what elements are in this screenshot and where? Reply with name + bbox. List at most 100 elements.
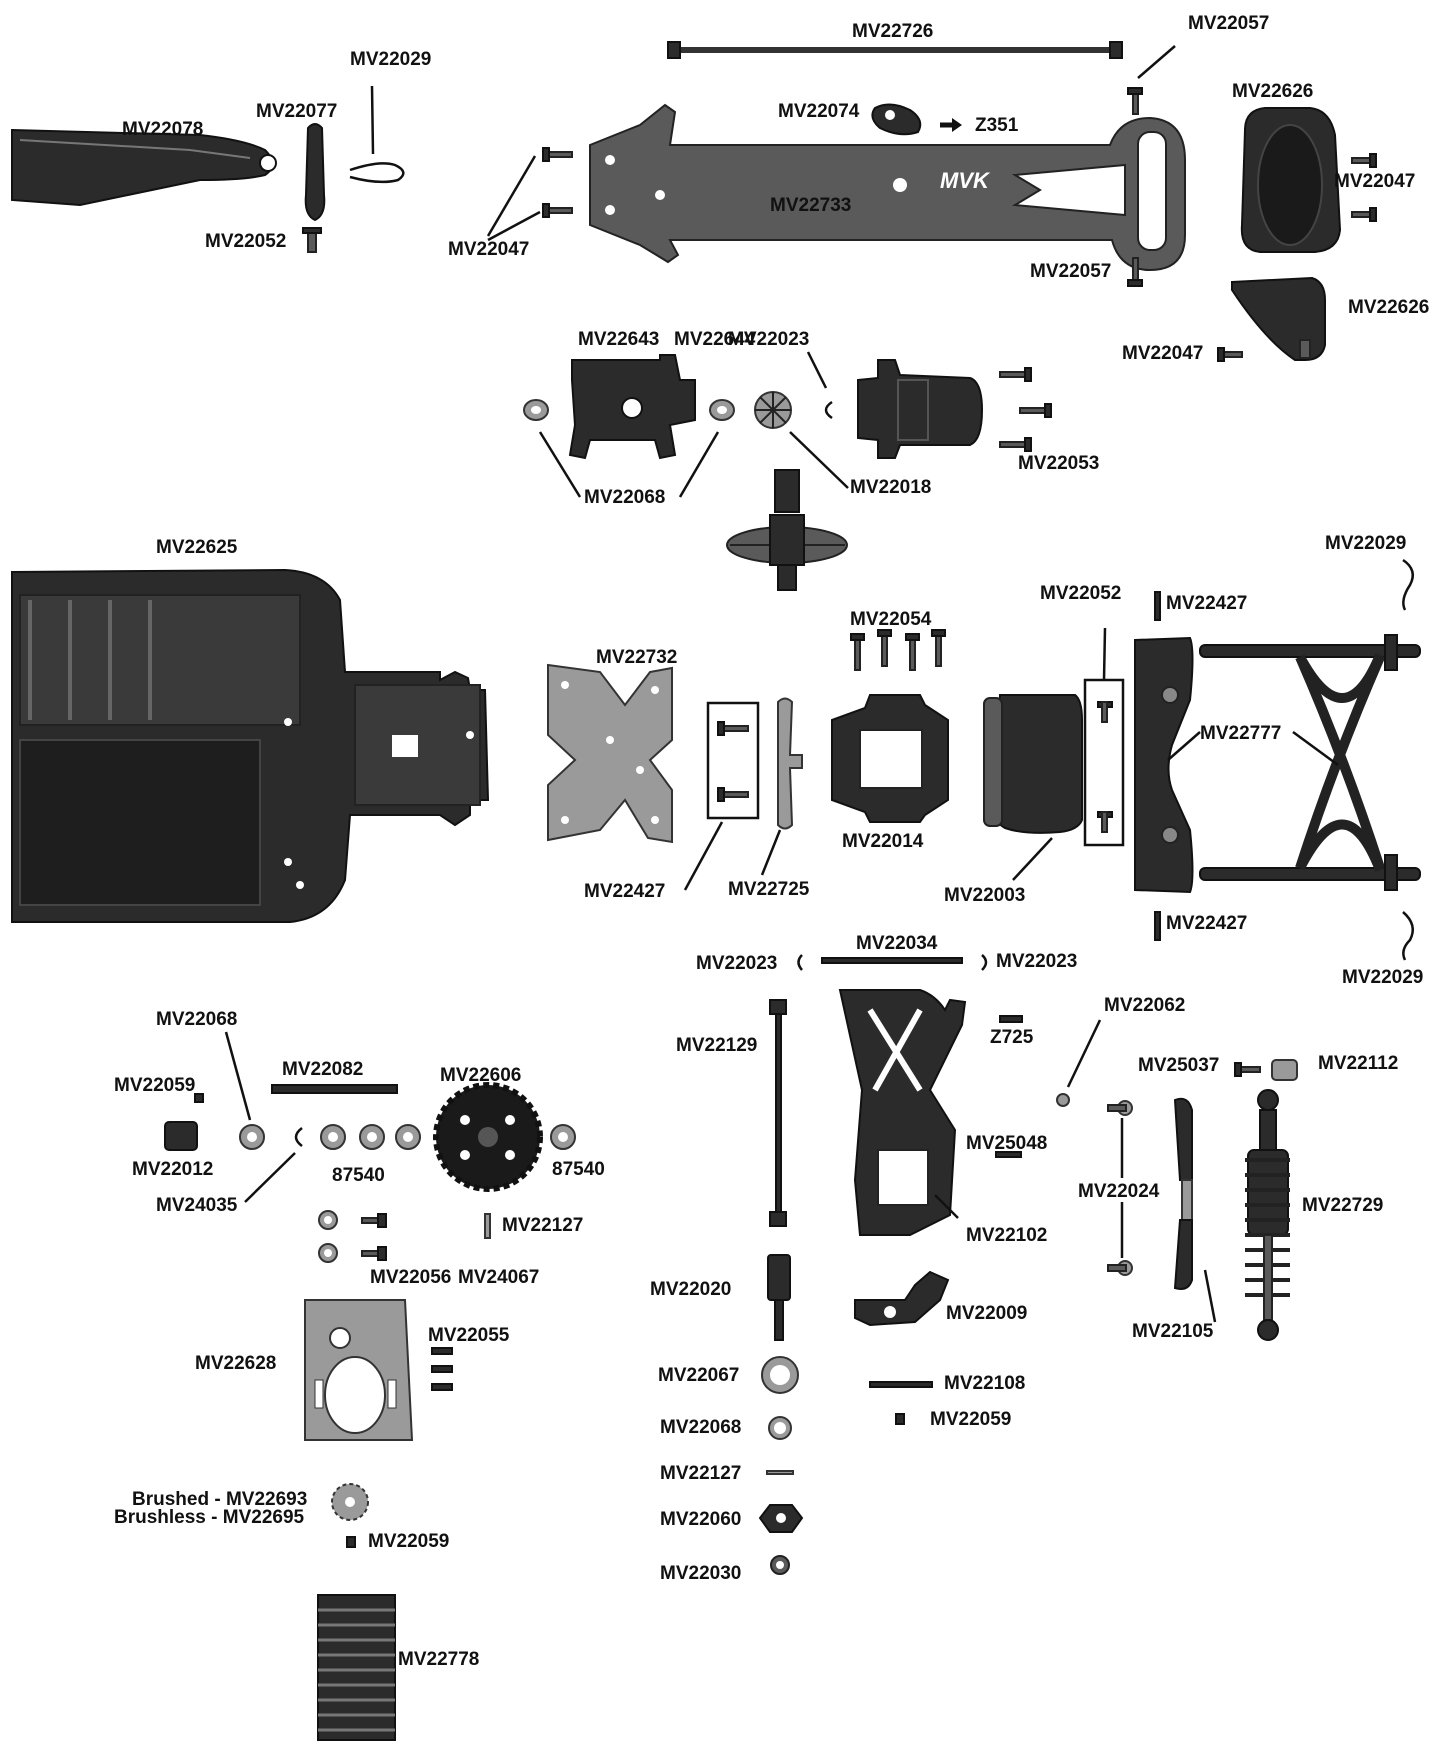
label-mv22078: MV22078 bbox=[122, 119, 204, 140]
label-mv22068-spur: MV22068 bbox=[156, 1009, 238, 1030]
part-driveshaft-mv22726 bbox=[667, 41, 1123, 59]
label-mv22052-box: MV22052 bbox=[1040, 583, 1122, 604]
part-washer-mv22068-right bbox=[709, 399, 735, 421]
part-diff-assembly-mv22018 bbox=[726, 469, 848, 591]
part-body-mount-plate-mv22777 bbox=[1134, 636, 1194, 894]
label-mv22029-top: MV22029 bbox=[350, 49, 432, 70]
label-mv22055: MV22055 bbox=[428, 1325, 510, 1346]
label-mv22057-top: MV22057 bbox=[1188, 13, 1270, 34]
part-bulkhead-mv22014 bbox=[831, 694, 949, 823]
label-mv22127-spur: MV22127 bbox=[502, 1215, 584, 1236]
label-mv22023-right: MV22023 bbox=[996, 951, 1078, 972]
part-pin-z725 bbox=[999, 1015, 1023, 1023]
label-mv22726: MV22726 bbox=[852, 21, 934, 42]
label-mv24035: MV24035 bbox=[156, 1195, 238, 1216]
part-nut-mv22030 bbox=[770, 1555, 790, 1575]
label-mv22029-lower: MV22029 bbox=[1342, 967, 1424, 988]
part-washers-mv22056 bbox=[318, 1210, 338, 1263]
part-gear-cover-mv22626-bottom bbox=[1231, 276, 1326, 361]
leader-line bbox=[1167, 731, 1201, 761]
part-axle-mv22020 bbox=[767, 1254, 791, 1341]
part-clip-mv22023-left bbox=[797, 954, 803, 971]
label-mv22077: MV22077 bbox=[256, 101, 338, 122]
label-mv22606: MV22606 bbox=[440, 1065, 522, 1086]
leader-line bbox=[538, 431, 582, 498]
part-pin-mv22127-axle bbox=[766, 1470, 794, 1475]
leader-line bbox=[486, 155, 537, 237]
label-mv22023-left: MV22023 bbox=[696, 953, 778, 974]
label-mv22024: MV22024 bbox=[1078, 1181, 1160, 1202]
leader-line bbox=[224, 1031, 252, 1121]
label-mv22052-top: MV22052 bbox=[205, 231, 287, 252]
part-screws-mv24067 bbox=[361, 1213, 387, 1261]
label-mv22053: MV22053 bbox=[1018, 453, 1100, 474]
part-screw-mv22057-top bbox=[1127, 87, 1143, 115]
label-mv25037: MV25037 bbox=[1138, 1055, 1220, 1076]
label-mv22054: MV22054 bbox=[850, 609, 932, 630]
label-mv22628: MV22628 bbox=[195, 1353, 277, 1374]
part-shaft-mv22082 bbox=[271, 1084, 398, 1094]
label-mv22777: MV22777 bbox=[1200, 723, 1282, 744]
part-chassis-plate-mv22733 bbox=[589, 103, 1186, 272]
part-screw-mv22057-bottom bbox=[1127, 257, 1143, 287]
leader-line bbox=[244, 1152, 296, 1203]
label-mv22047-cover: MV22047 bbox=[1122, 343, 1204, 364]
label-mv22068-diff: MV22068 bbox=[584, 487, 666, 508]
part-pinion-gear bbox=[331, 1483, 369, 1521]
label-mv22030: MV22030 bbox=[660, 1563, 742, 1584]
leader-line bbox=[370, 85, 375, 155]
label-mv22062: MV22062 bbox=[1104, 995, 1186, 1016]
label-mv22060: MV22060 bbox=[660, 1509, 742, 1530]
part-clip-mv24035 bbox=[294, 1127, 303, 1147]
part-brace-mv22725 bbox=[777, 697, 803, 830]
label-brushed-pinion: Brushed - MV22693 bbox=[132, 1489, 308, 1510]
part-post-mv22077 bbox=[304, 123, 326, 222]
leader-line bbox=[678, 431, 720, 498]
part-clip-mv22023-right bbox=[981, 954, 988, 971]
part-body-mount-frame-mv22777 bbox=[1199, 634, 1421, 891]
label-mv22014: MV22014 bbox=[842, 831, 924, 852]
leader-line bbox=[934, 1194, 959, 1219]
label-mv22427-bottom: MV22427 bbox=[1166, 913, 1248, 934]
part-washer-mv22068-axle bbox=[768, 1416, 792, 1440]
part-screws-mv22054 bbox=[850, 629, 946, 671]
label-mv22056: MV22056 bbox=[370, 1267, 452, 1288]
part-clip-mv22029-upper bbox=[1402, 558, 1415, 611]
label-mv22034: MV22034 bbox=[856, 933, 938, 954]
part-spacers-87540-left bbox=[320, 1124, 421, 1150]
part-bearing-mv22067 bbox=[761, 1356, 799, 1394]
screw-group-box-mv22427 bbox=[706, 701, 760, 820]
leader-line bbox=[1203, 1269, 1217, 1323]
label-mv22644: MV22644 bbox=[674, 329, 756, 350]
part-screw-mv22427-top bbox=[1154, 591, 1161, 621]
part-screws-mv22052-box bbox=[1097, 701, 1113, 833]
label-brushless-pinion: Brushless - MV22695 bbox=[114, 1507, 305, 1528]
label-mv22074: MV22074 bbox=[778, 101, 860, 122]
label-mv22626-top: MV22626 bbox=[1232, 81, 1314, 102]
part-hub-carrier-mv22009 bbox=[854, 1270, 950, 1327]
part-clip-mv22023-diff bbox=[824, 400, 833, 420]
label-z725: Z725 bbox=[990, 1027, 1034, 1048]
label-mv22018: MV22018 bbox=[850, 477, 932, 498]
leader-line bbox=[806, 351, 828, 389]
label-mv22129: MV22129 bbox=[676, 1035, 758, 1056]
part-ballend-mv22112 bbox=[1271, 1059, 1298, 1081]
label-mv22068-axle: MV22068 bbox=[660, 1417, 742, 1438]
part-screw-mv22059-pinion bbox=[346, 1536, 356, 1548]
part-clip-mv22029-lower bbox=[1402, 911, 1415, 961]
leader-line bbox=[683, 821, 724, 891]
label-mv22023-diff: MV22023 bbox=[728, 329, 810, 350]
label-mv22029-upper: MV22029 bbox=[1325, 533, 1407, 554]
label-mv22059-pinion: MV22059 bbox=[368, 1531, 450, 1552]
label-mv22112: MV22112 bbox=[1318, 1053, 1399, 1074]
label-mv22732: MV22732 bbox=[596, 647, 678, 668]
part-screw-mv22059-left bbox=[194, 1093, 204, 1103]
part-heatsink-mv22778 bbox=[317, 1594, 396, 1741]
label-mv22427-box: MV22427 bbox=[584, 881, 666, 902]
label-mv22067: MV22067 bbox=[658, 1365, 740, 1386]
label-z351: Z351 bbox=[975, 115, 1019, 136]
label-mv22003: MV22003 bbox=[944, 885, 1026, 906]
part-diff-housing-mv22643 bbox=[568, 354, 696, 460]
label-mv22059-hub: MV22059 bbox=[930, 1409, 1012, 1430]
